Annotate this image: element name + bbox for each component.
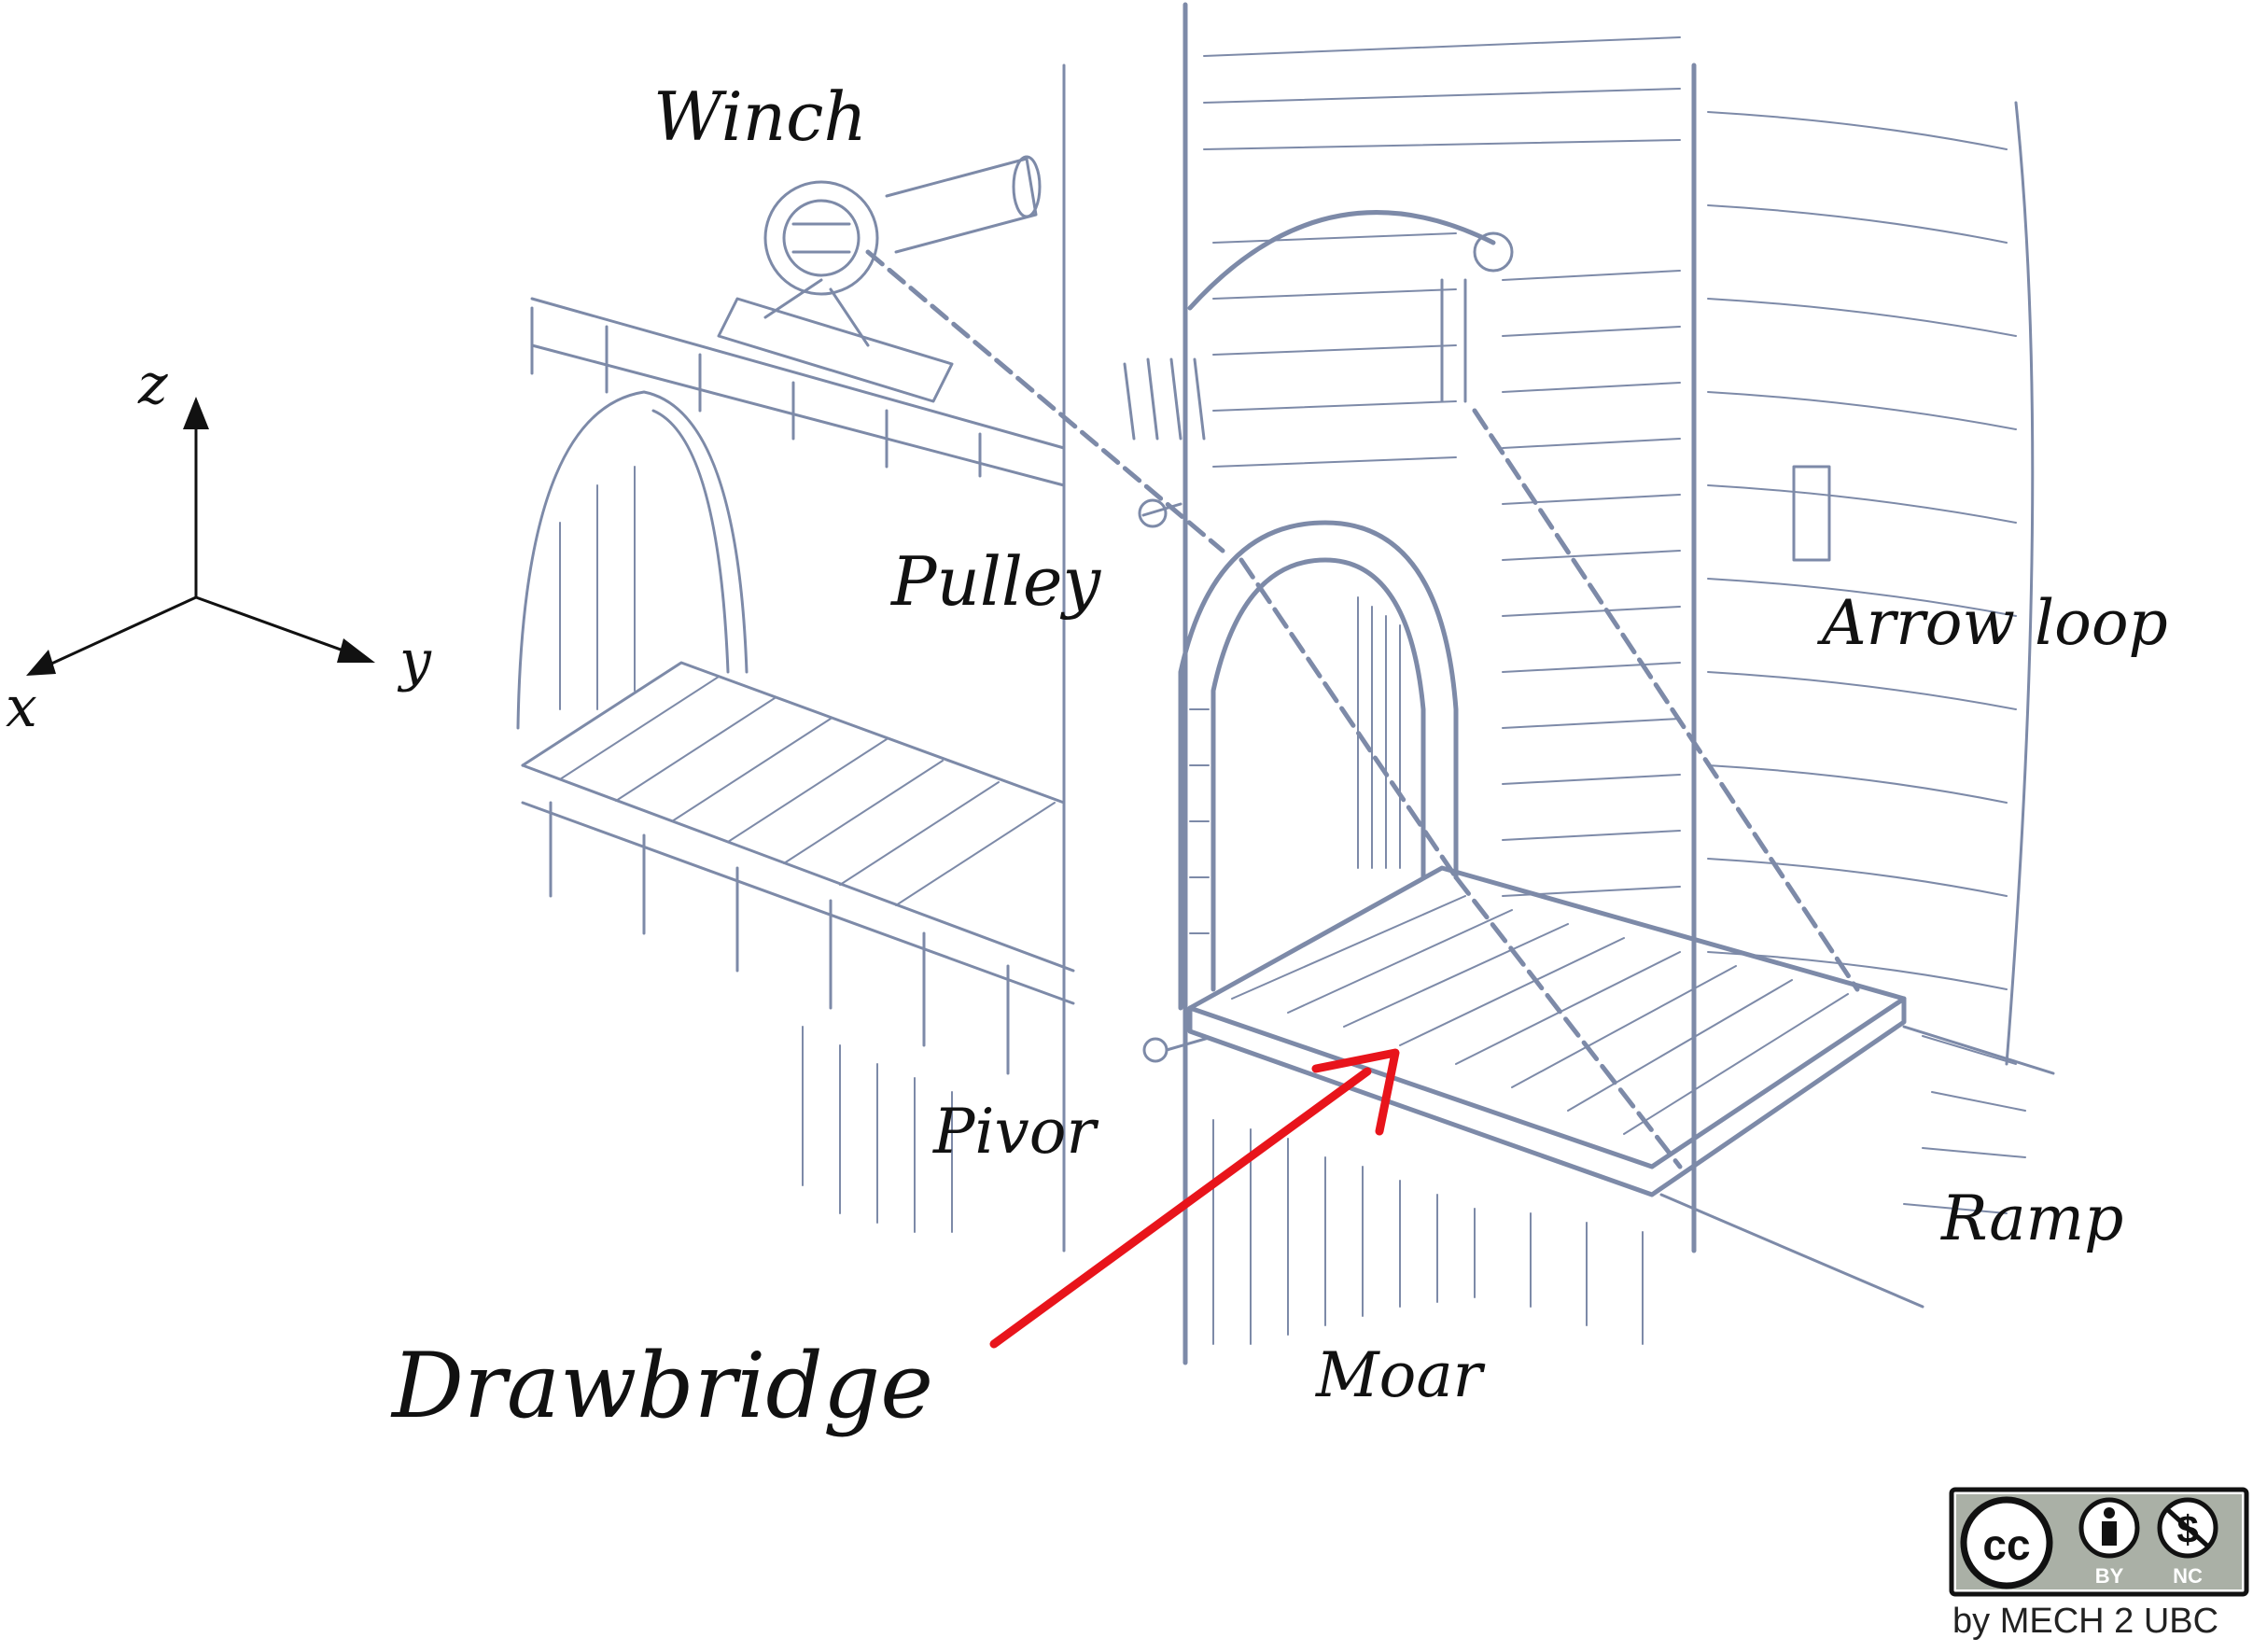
z-axis-label: z [137, 352, 168, 417]
label-moat: Moar [1315, 1339, 1486, 1411]
label-arrow-loop: Arrow loop [1816, 587, 2168, 659]
round-tower [1708, 103, 2033, 1064]
drawbridge-deck [1144, 868, 1904, 1195]
y-axis-label: y [397, 628, 432, 693]
axis-triad: z y x [6, 352, 432, 740]
ramp-and-moat [803, 1027, 2053, 1344]
y-axis-line [196, 597, 364, 658]
winch-machinery [719, 157, 1223, 551]
x-axis-label: x [6, 675, 37, 740]
label-winch: Winch [653, 77, 867, 156]
y-axis-arrowhead [337, 638, 375, 663]
badge-by: BY [2095, 1564, 2124, 1588]
castle-sketch [518, 5, 2053, 1363]
label-pulley: Pulley [889, 542, 1101, 621]
svg-text:cc: cc [1982, 1520, 2030, 1569]
license-credit: by MECH 2 UBC [1952, 1602, 2218, 1642]
z-axis-arrowhead [183, 397, 209, 429]
x-axis-line [37, 597, 196, 670]
noncommercial-dollar-icon: $ [2160, 1500, 2216, 1556]
badge-nc: NC [2173, 1564, 2203, 1588]
gate-tower [1064, 5, 1694, 1363]
x-axis-arrowhead [26, 650, 56, 676]
cc-logo-icon: cc [1964, 1500, 2050, 1586]
label-pivot: Pivor [932, 1096, 1099, 1168]
label-ramp: Ramp [1940, 1183, 2123, 1254]
part-labels: Winch Pulley Arrow loop Pivor Ramp Moar … [390, 77, 2168, 1438]
attribution-person-icon [2081, 1500, 2137, 1556]
label-drawbridge: Drawbridge [390, 1334, 933, 1438]
wall-walk [518, 299, 1073, 1073]
